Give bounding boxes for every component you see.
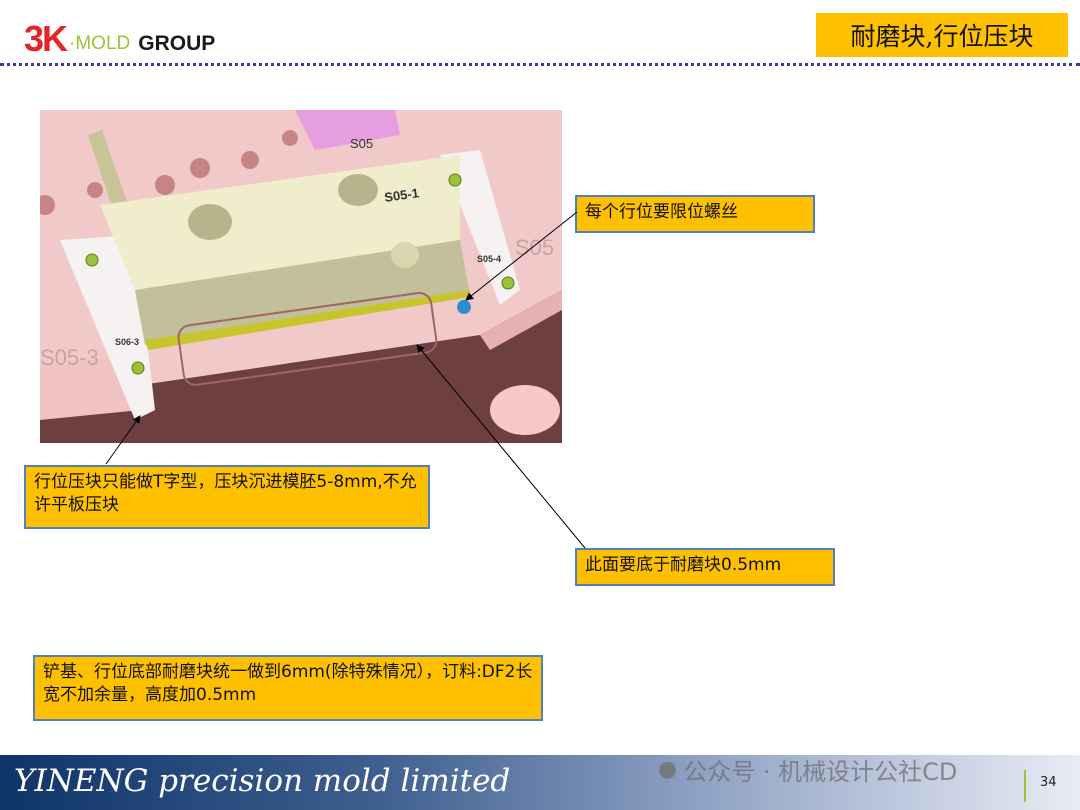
slide-title: 耐磨块,行位压块 (816, 13, 1068, 57)
label-s05-1: S05-1 (383, 185, 419, 205)
label-s06-3: S06-3 (115, 337, 139, 347)
logo-mold: ·MOLD (69, 33, 131, 54)
label-s05-right: S05 (515, 235, 554, 260)
callout-face-lower: 此面要底于耐磨块0.5mm (575, 548, 835, 586)
label-s05: S05 (350, 136, 373, 151)
callout-note: 铲基、行位底部耐磨块统一做到6mm(除特殊情况），订料:DF2长宽不加余量，高度… (33, 655, 543, 721)
wechat-icon: ● (658, 757, 678, 782)
header-divider (0, 63, 1080, 66)
callout-t-block: 行位压块只能做T字型，压块沉进模胚5-8mm,不允许平板压块 (24, 465, 430, 529)
watermark-text: 公众号 · 机械设计公社CD (683, 758, 958, 786)
callout-limit-screw: 每个行位要限位螺丝 (575, 195, 815, 233)
logo-bk: 3K (24, 18, 68, 59)
mold-cad-image: S05 S05-1 S05-4 S06-3 S05-3 S05 (40, 110, 562, 443)
page-number: 34 (1040, 775, 1057, 790)
footer-bar: YINENG precision mold limited (0, 755, 1080, 810)
logo-group: GROUP (138, 32, 216, 55)
page-divider (1024, 770, 1026, 802)
label-s05-4: S05-4 (477, 254, 501, 264)
watermark: ● 公众号 · 机械设计公社CD (658, 752, 957, 787)
footer-tagline: YINENG precision mold limited (14, 763, 511, 799)
company-logo: 3K ·MOLD GROUP (24, 18, 216, 59)
label-s05-3: S05-3 (40, 345, 99, 370)
